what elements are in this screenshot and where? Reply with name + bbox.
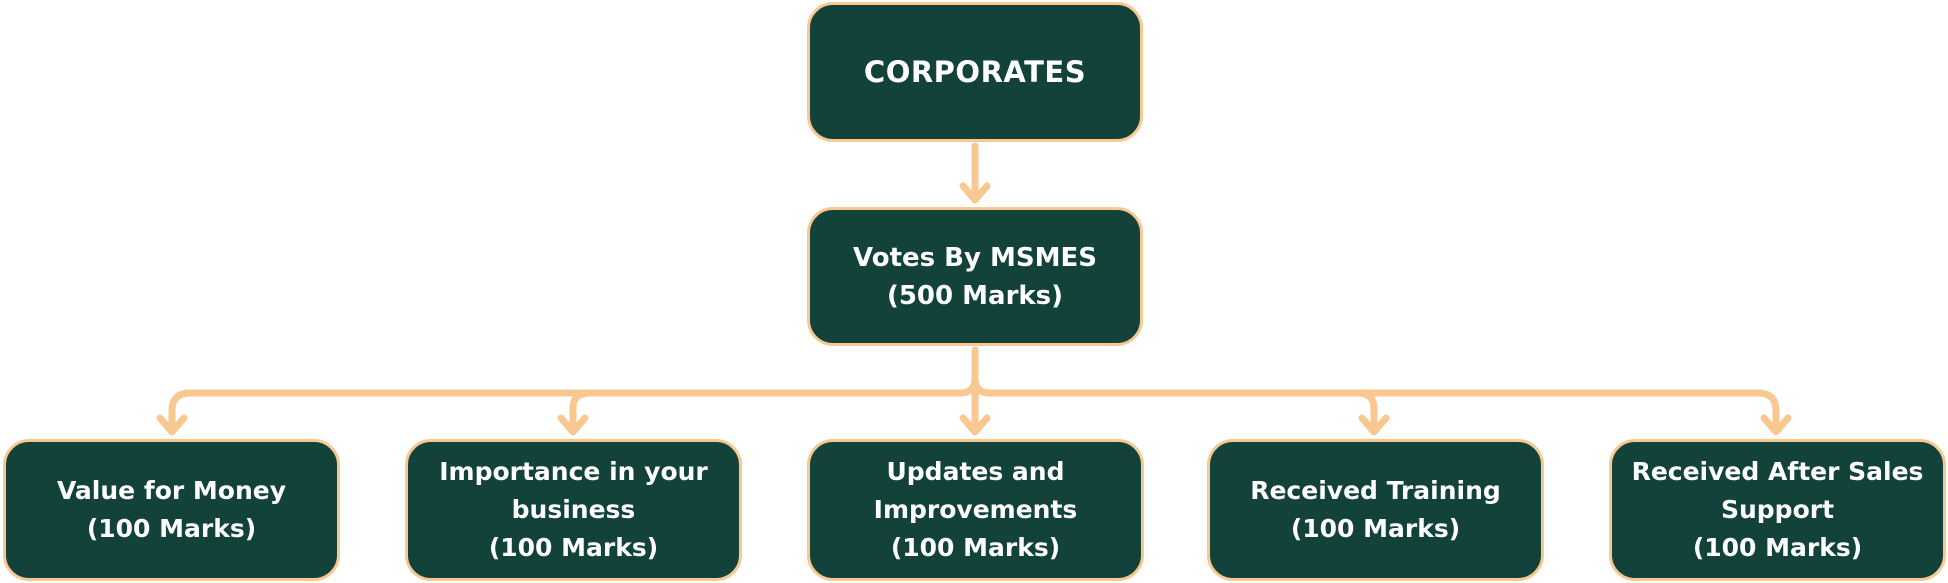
node-label-cont: business <box>511 495 636 524</box>
node-label: Importance in your <box>439 457 708 486</box>
arrow-head-leaf-4 <box>1358 414 1390 436</box>
arrow-head-leaf-5 <box>1760 414 1792 436</box>
arrow-head-leaf-1 <box>156 414 188 436</box>
node-label: CORPORATES <box>863 55 1087 89</box>
node-label: Votes By MSMES <box>853 242 1097 273</box>
node-label: Value for Money <box>56 476 287 505</box>
node-label: Received Training <box>1250 476 1501 505</box>
connector-leaf-4 <box>1353 389 1378 432</box>
node-updates-and-improvements: Updates and Improvements (100 Marks) <box>807 439 1144 581</box>
arrow-head-leaf-2 <box>557 414 589 436</box>
connector-leaf-2 <box>569 389 594 432</box>
node-marks: (100 Marks) <box>86 514 257 543</box>
node-label-cont: Improvements <box>873 495 1078 524</box>
node-votes-by-msmes: Votes By MSMES (500 Marks) <box>807 207 1143 346</box>
node-label: Updates and <box>886 457 1065 486</box>
node-marks: (100 Marks) <box>488 533 659 562</box>
node-marks: (100 Marks) <box>1692 533 1863 562</box>
node-value-for-money: Value for Money (100 Marks) <box>3 439 340 581</box>
node-received-training: Received Training (100 Marks) <box>1207 439 1544 581</box>
node-received-after-sales-support: Received After Sales Support (100 Marks) <box>1609 439 1946 581</box>
connector-bus-right <box>971 374 1780 432</box>
node-marks: (100 Marks) <box>1290 514 1461 543</box>
node-marks: (100 Marks) <box>890 533 1061 562</box>
arrow-head-leaf-3 <box>959 414 991 436</box>
node-importance-in-business: Importance in your business (100 Marks) <box>405 439 742 581</box>
node-label: Received After Sales <box>1631 457 1924 486</box>
node-label-cont: Support <box>1720 495 1835 524</box>
node-marks: (500 Marks) <box>886 280 1064 311</box>
node-corporates: CORPORATES <box>807 2 1143 142</box>
arrow-head-middle <box>959 182 991 204</box>
